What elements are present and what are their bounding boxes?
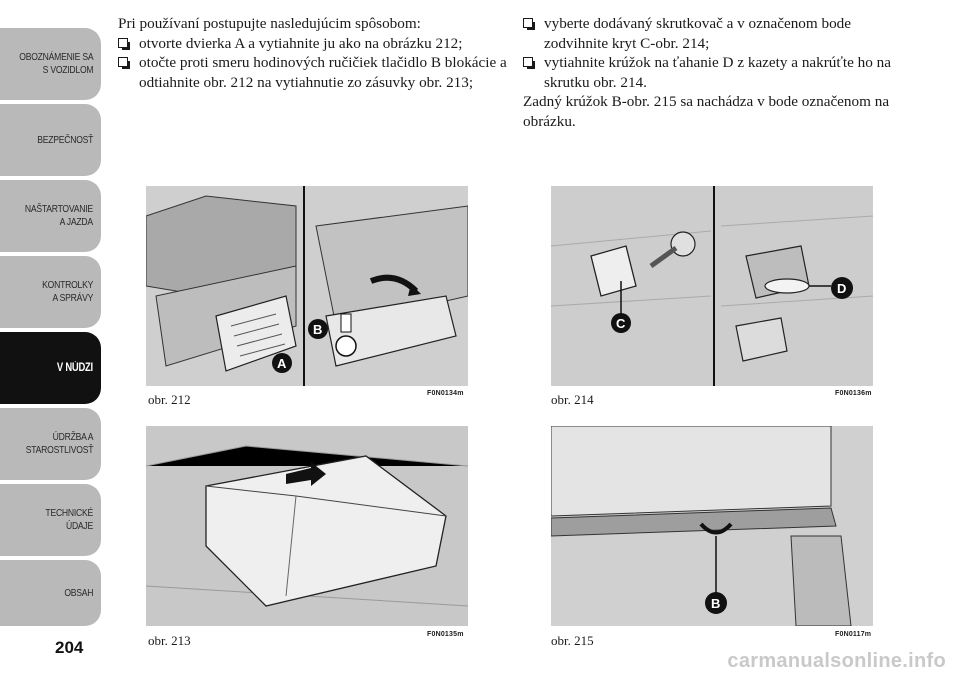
checkbox-bullet-icon bbox=[118, 57, 130, 69]
callout-a: A bbox=[277, 356, 287, 371]
paragraph-text: Zadný krúžok B-obr. 215 sa nachádza v bo… bbox=[523, 93, 890, 130]
tab-label: ÚDRŽBA A STAROSTLIVOSŤ bbox=[25, 431, 94, 456]
callout-d: D bbox=[837, 281, 846, 296]
bullet-text: vyberte dodávaný skrutkovač a v označeno… bbox=[544, 15, 852, 52]
figure-212-image: A B bbox=[146, 186, 468, 386]
figure-213-caption: obr. 213 bbox=[148, 633, 191, 648]
list-item: otvorte dvierka A a vytiahnite ju ako na… bbox=[118, 34, 513, 54]
figure-215-caption: obr. 215 bbox=[551, 633, 594, 648]
page-number: 204 bbox=[55, 638, 84, 657]
tab-label: TECHNICKÉ ÚDAJE bbox=[45, 507, 93, 532]
tab-label: OBOZNÁMENIE SA S VOZIDLOM bbox=[18, 51, 93, 76]
figure-214-code: F0N0136m bbox=[835, 390, 872, 397]
tab-label: BEZPEČNOSŤ bbox=[37, 133, 93, 146]
figure-213-code: F0N0135m bbox=[427, 631, 464, 638]
tab-kontrolky[interactable]: KONTROLKY A SPRÁVY bbox=[0, 256, 101, 328]
figure-212-code: F0N0134m bbox=[427, 390, 464, 397]
list-item: vyberte dodávaný skrutkovač a v označeno… bbox=[523, 14, 893, 53]
tab-bezpecnost[interactable]: BEZPEČNOSŤ bbox=[0, 104, 101, 176]
tab-obsah[interactable]: OBSAH bbox=[0, 560, 101, 626]
tab-technicke[interactable]: TECHNICKÉ ÚDAJE bbox=[0, 484, 101, 556]
bullet-text: otvorte dvierka A a vytiahnite ju ako na… bbox=[139, 34, 463, 52]
checkbox-bullet-icon bbox=[118, 37, 130, 50]
tab-udrzba[interactable]: ÚDRŽBA A STAROSTLIVOSŤ bbox=[0, 408, 101, 480]
intro-text: Pri používaní postupujte nasledujúcim sp… bbox=[118, 15, 421, 32]
watermark-text: carmanualsonline.info bbox=[727, 650, 946, 672]
figure-215-code: F0N0117m bbox=[835, 631, 872, 638]
bullet-text: vytiahnite krúžok na ťahanie D z kazety … bbox=[544, 54, 891, 91]
list-item: vytiahnite krúžok na ťahanie D z kazety … bbox=[523, 53, 893, 92]
tab-label: V NÚDZI bbox=[56, 361, 93, 374]
checkbox-bullet-icon bbox=[523, 57, 535, 69]
tab-label: OBSAH bbox=[64, 586, 93, 599]
figure-214-caption: obr. 214 bbox=[551, 392, 594, 407]
callout-c: C bbox=[616, 316, 626, 331]
tab-v-nudzi[interactable]: V NÚDZI bbox=[0, 332, 101, 404]
figure-215-image: B bbox=[551, 426, 873, 626]
tab-nastartovanie[interactable]: NAŠTARTOVANIE A JAZDA bbox=[0, 180, 101, 252]
tab-label: NAŠTARTOVANIE A JAZDA bbox=[25, 203, 93, 228]
checkbox-bullet-icon bbox=[523, 18, 535, 30]
list-item: otočte proti smeru hodinových ručičiek t… bbox=[118, 53, 513, 92]
tab-oboznamenie[interactable]: OBOZNÁMENIE SA S VOZIDLOM bbox=[0, 28, 101, 100]
callout-b: B bbox=[313, 322, 322, 337]
left-text-column: Pri používaní postupujte nasledujúcim sp… bbox=[118, 14, 513, 92]
figure-214-image: C D bbox=[551, 186, 873, 386]
chapter-sidebar: OBOZNÁMENIE SA S VOZIDLOM BEZPEČNOSŤ NAŠ… bbox=[0, 0, 103, 677]
figure-212-caption: obr. 212 bbox=[148, 392, 191, 407]
tab-label: KONTROLKY A SPRÁVY bbox=[42, 279, 93, 304]
figure-213-image bbox=[146, 426, 468, 626]
bullet-text: otočte proti smeru hodinových ručičiek t… bbox=[139, 54, 507, 91]
right-text-column: vyberte dodávaný skrutkovač a v označeno… bbox=[523, 14, 893, 131]
callout-b: B bbox=[711, 596, 720, 611]
